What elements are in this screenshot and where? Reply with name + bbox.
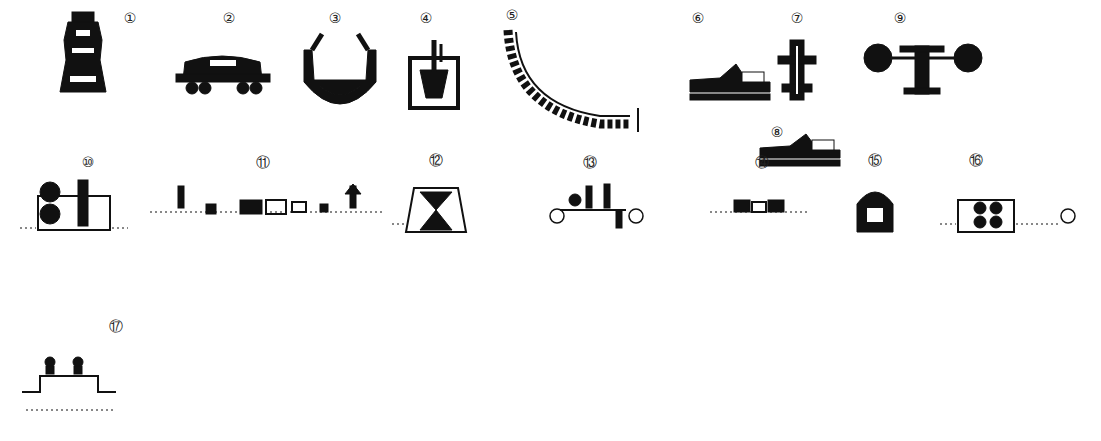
callout-number: ⑦	[791, 11, 804, 25]
callout-number: ⑧	[771, 125, 784, 139]
cutting-unit	[550, 184, 643, 228]
callout-number: ②	[223, 11, 236, 25]
callout-number: ⑮	[868, 153, 882, 167]
callout-number: ⑨	[894, 11, 907, 25]
continuous-caster	[508, 30, 638, 132]
callout-number: ③	[329, 11, 342, 25]
roll-stand	[864, 44, 982, 94]
callout-number: ①	[124, 11, 137, 25]
callout-number: ⑭	[755, 155, 769, 169]
rolling-stand	[940, 200, 1075, 232]
slab-rolling	[690, 64, 770, 100]
rolling-unit	[20, 180, 128, 230]
blast-furnace	[60, 12, 106, 92]
callout-number: ④	[420, 11, 433, 25]
callout-number: ⑰	[109, 319, 123, 333]
callout-number: ⑩	[82, 155, 95, 169]
coil-furnace	[857, 192, 893, 232]
beam-mill	[778, 40, 816, 100]
callout-number: ⑬	[583, 155, 597, 169]
callout-number: ⑤	[506, 8, 519, 22]
converter	[304, 34, 376, 104]
callout-number: ⑪	[256, 155, 270, 169]
callout-number: ⑯	[969, 153, 983, 167]
furnace-line	[710, 200, 810, 212]
torpedo-car	[176, 56, 270, 94]
coiler	[392, 188, 466, 232]
process-line	[150, 184, 385, 214]
ladle-furnace	[410, 40, 458, 108]
callout-number: ⑫	[429, 153, 443, 167]
finishing-line	[22, 357, 116, 410]
callout-number: ⑥	[692, 11, 705, 25]
